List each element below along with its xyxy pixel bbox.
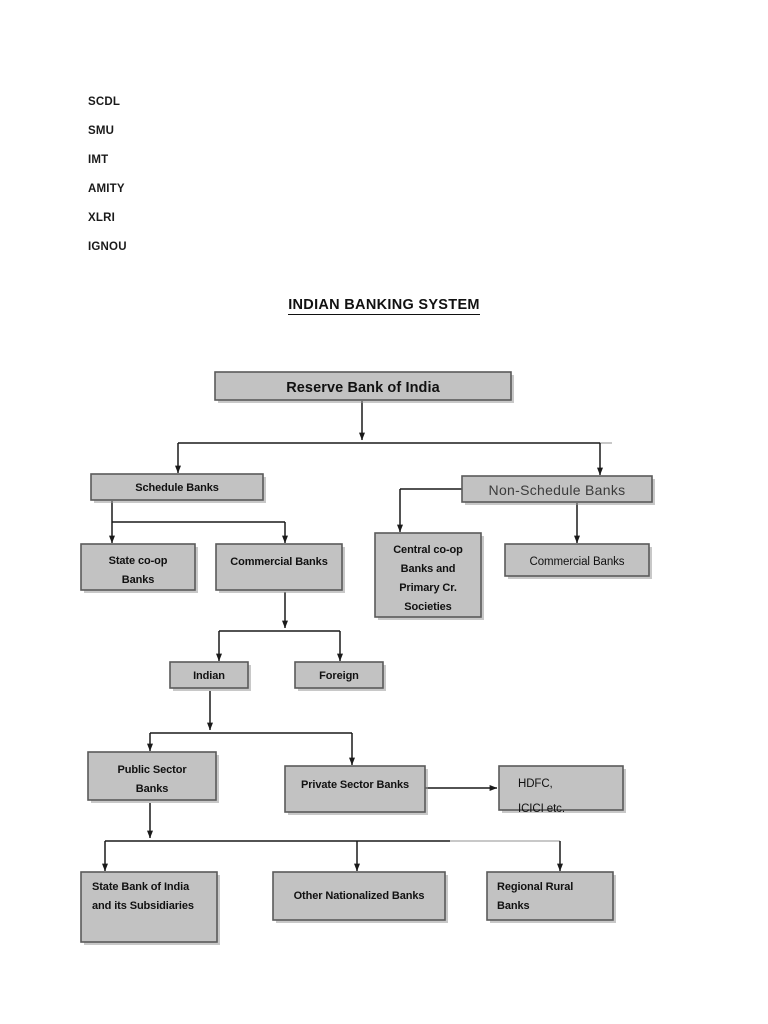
node-hdfc-icici[interactable]: HDFC, ICICI etc. <box>498 765 626 815</box>
list-item: XLRI <box>88 212 115 224</box>
list-item: IGNOU <box>88 241 127 253</box>
node-label-line-2: Banks <box>136 783 169 795</box>
node-rect <box>374 532 482 618</box>
page-title-text: INDIAN BANKING SYSTEM <box>288 297 480 315</box>
node-state-bank-of-india[interactable]: State Bank of India and its Subsidiaries <box>80 871 220 945</box>
node-regional-rural-banks[interactable]: Regional Rural Banks <box>486 871 616 923</box>
node-rect <box>294 661 384 689</box>
node-label-line-1: Central co-op <box>393 544 463 556</box>
node-rect <box>215 543 343 591</box>
node-label-line-1: HDFC, <box>518 778 553 790</box>
node-label: Commercial Banks <box>530 556 625 568</box>
node-commercial-banks-scheduled[interactable]: Commercial Banks <box>215 543 345 593</box>
list-item: IMT <box>88 154 109 166</box>
page-title: INDIAN BANKING SYSTEM <box>0 297 768 315</box>
list-item: AMITY <box>88 183 125 195</box>
node-indian[interactable]: Indian <box>169 661 251 691</box>
node-label-line-1: State Bank of India <box>92 881 190 893</box>
node-label-line-1: State co-op <box>109 555 168 567</box>
node-non-schedule-banks[interactable]: Non-Schedule Banks <box>461 475 655 505</box>
node-label: Non-Schedule Banks <box>489 482 626 498</box>
node-reserve-bank-of-india[interactable]: Reserve Bank of India <box>214 371 514 403</box>
node-label-line-1: Public Sector <box>118 764 188 776</box>
list-item: SMU <box>88 125 115 137</box>
node-rect <box>80 871 218 943</box>
node-central-coop-banks[interactable]: Central co-op Banks and Primary Cr. Soci… <box>374 532 484 620</box>
node-label: Schedule Banks <box>135 482 219 494</box>
node-label: Private Sector Banks <box>301 779 409 791</box>
node-rect <box>80 543 196 591</box>
node-state-coop-banks[interactable]: State co-op Banks <box>80 543 198 593</box>
node-rect <box>504 543 650 577</box>
node-label-line-2: and its Subsidiaries <box>92 900 194 912</box>
node-rect <box>169 661 249 689</box>
node-rect <box>284 765 426 813</box>
node-label-line-1: Regional Rural <box>497 881 573 893</box>
node-rect <box>272 871 446 921</box>
node-label-line-4: Societies <box>404 601 451 613</box>
node-rect <box>87 751 217 801</box>
node-label: Reserve Bank of India <box>286 380 440 396</box>
node-commercial-banks-non-scheduled[interactable]: Commercial Banks <box>504 543 652 579</box>
node-label-line-2: Banks <box>497 900 530 912</box>
node-other-nationalized-banks[interactable]: Other Nationalized Banks <box>272 871 448 923</box>
connector-group <box>102 401 612 872</box>
node-private-sector-banks[interactable]: Private Sector Banks <box>284 765 428 815</box>
node-label: Indian <box>193 670 225 682</box>
node-label: Foreign <box>319 670 359 682</box>
node-label: Other Nationalized Banks <box>294 890 425 902</box>
node-public-sector-banks[interactable]: Public Sector Banks <box>87 751 219 803</box>
node-schedule-banks[interactable]: Schedule Banks <box>90 473 266 503</box>
list-item: SCDL <box>88 96 121 108</box>
node-rect <box>461 475 653 503</box>
node-label-line-2: Banks <box>122 574 155 586</box>
node-rect <box>486 871 614 921</box>
node-rect <box>214 371 512 401</box>
node-rect <box>90 473 264 501</box>
node-label: Commercial Banks <box>230 556 327 568</box>
node-label-line-2: ICICI etc. <box>518 803 565 815</box>
node-foreign[interactable]: Foreign <box>294 661 386 691</box>
node-rect <box>498 765 624 811</box>
node-label-line-2: Banks and <box>401 563 456 575</box>
institution-list: SCDL SMU IMT AMITY XLRI IGNOU <box>88 88 348 262</box>
node-label-line-3: Primary Cr. <box>399 582 457 594</box>
